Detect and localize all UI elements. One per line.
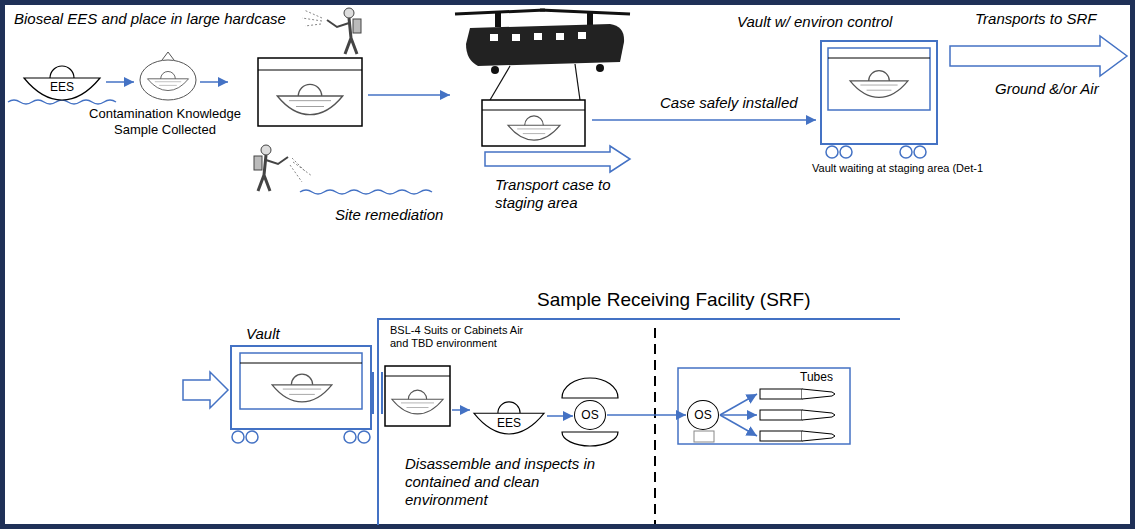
node-heading: Vault (246, 324, 280, 344)
hollow-arrow (950, 36, 1127, 76)
bioseal-bag (140, 60, 196, 100)
slide-background (5, 5, 1130, 524)
annotation: Tubes (800, 370, 833, 384)
sample-tube (760, 431, 802, 441)
spray-person (327, 8, 361, 54)
ees-bottom-half (562, 432, 618, 446)
hardcase-lid (240, 363, 362, 364)
os-container: OS (574, 400, 606, 430)
sample-tube (802, 389, 835, 399)
hollow-arrow (485, 146, 630, 172)
annotation: Bioseal EES and place in large hardcase (14, 10, 286, 28)
wheel (358, 431, 370, 443)
wheel (246, 431, 258, 443)
airlock-door (381, 372, 383, 414)
ees-sketch (147, 71, 188, 90)
sample-tube (760, 410, 802, 420)
hardcase-lid (828, 58, 930, 59)
wheel (232, 431, 244, 443)
node-label: EES (22, 78, 102, 96)
wheel (344, 431, 356, 443)
hardcase-lid (385, 376, 450, 377)
ees-sketch (392, 390, 443, 414)
ees-sketch (850, 71, 908, 98)
flow-arrow (106, 81, 134, 83)
bag-knot (162, 52, 174, 60)
hardcase-lid (258, 70, 362, 71)
hardcase (385, 366, 450, 426)
ees-capsule: EES (472, 400, 546, 434)
hardcase-lid (482, 110, 585, 111)
annotation: Disassemble and inspects in contained an… (405, 455, 605, 509)
hardcase (482, 100, 585, 146)
node-label: EES (472, 414, 546, 432)
window (534, 33, 542, 40)
window (490, 34, 498, 41)
wheel (596, 64, 604, 72)
annotation: Transports to SRF (975, 10, 1096, 28)
flow-arrow (720, 394, 757, 415)
sling-cable (575, 64, 580, 100)
hardcase (258, 58, 362, 126)
wheel (840, 146, 852, 158)
vault-inner (828, 48, 930, 110)
hollow-arrow (183, 372, 228, 408)
node-label: OS (694, 405, 711, 425)
window (556, 33, 564, 40)
flow-arrow (200, 81, 228, 83)
ees-capsule: EES (22, 64, 102, 100)
annotation: Case safely installed (660, 94, 798, 112)
os-container: OS (687, 400, 719, 430)
annotation: Site remediation (335, 206, 443, 224)
processing-cabinet (678, 368, 850, 444)
ees-sketch (508, 116, 560, 140)
water-line (300, 190, 432, 194)
containment-boundary (654, 328, 656, 524)
rotor-blade (540, 10, 630, 14)
flow-arrow (592, 119, 816, 121)
node-heading: Sample Receiving Facility (SRF) (537, 290, 810, 310)
sample-tube (802, 410, 835, 420)
node-heading: Vault w/ environ control (737, 12, 892, 32)
sample-tube (760, 389, 802, 399)
vault-box: Vault w/ environ control (820, 40, 938, 145)
wheel (491, 66, 499, 74)
annotation: Ground &/or Air (995, 80, 1099, 98)
flow-arrow (607, 414, 686, 416)
window (512, 34, 520, 41)
annotation: Contamination Knowledge Sample Collected (80, 106, 250, 137)
flow-arrow (720, 415, 757, 436)
annotation: Vault waiting at staging area (Det-1 (812, 162, 983, 175)
airlock-door (372, 372, 374, 414)
capsule-dome (50, 66, 74, 78)
flow-arrow (368, 94, 450, 96)
wheel (914, 146, 926, 158)
ees-sketch (277, 84, 342, 114)
os-holder (694, 431, 714, 442)
wheel (826, 146, 838, 158)
spray-person (254, 145, 288, 191)
window (578, 32, 586, 39)
sling-cable (490, 66, 510, 100)
vault-box: Vault (230, 345, 372, 430)
wheel (900, 146, 912, 158)
ees-sketch (272, 374, 332, 402)
spray-mist (302, 10, 322, 26)
capsule-dome (498, 402, 520, 413)
helicopter-body (466, 24, 624, 66)
ees-top-half (562, 378, 618, 398)
spray-mist (290, 158, 312, 182)
rotor-mast (495, 13, 501, 27)
annotation: BSL-4 Suits or Cabinets Air and TBD envi… (390, 324, 540, 350)
flow-arrow (547, 415, 573, 417)
vault-inner (240, 353, 362, 409)
flow-arrow (452, 409, 470, 411)
sample-tube (802, 431, 835, 441)
flow-arrow (720, 414, 757, 416)
node-label: OS (581, 405, 598, 425)
annotation: Transport case to staging area (495, 176, 635, 212)
